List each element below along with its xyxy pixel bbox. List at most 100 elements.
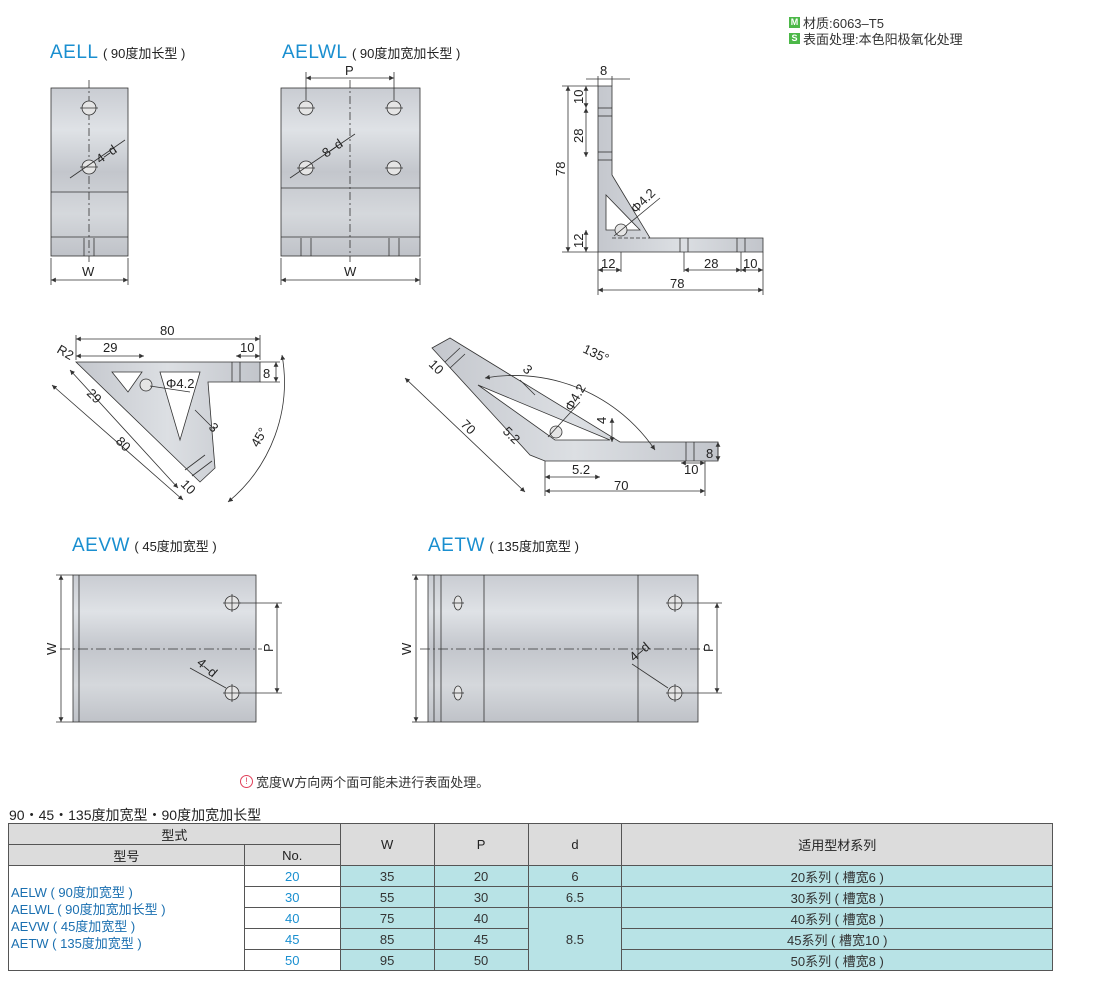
aetw-title: AETW ( 135度加宽型 ) xyxy=(428,535,579,557)
s90-d10: 10 xyxy=(571,90,586,104)
aevw-title: AEVW ( 45度加宽型 ) xyxy=(72,535,217,557)
s135-d8: 8 xyxy=(706,446,713,461)
s45-phi: Φ4.2 xyxy=(166,376,194,391)
aelwl-code: AELWL xyxy=(282,42,348,63)
model-code: AELWL ( 90度加宽加长型 ) xyxy=(11,902,166,917)
s45-r2: R2 xyxy=(55,342,77,363)
cell-w: 85 xyxy=(339,928,435,950)
header-model: 型号 xyxy=(8,844,245,866)
header-p: P xyxy=(433,823,529,866)
s90-d78b: 78 xyxy=(670,276,684,291)
material-text: 材质:6063–T5 xyxy=(803,15,884,31)
s45-d10: 10 xyxy=(240,340,254,355)
header-type: 型式 xyxy=(8,823,341,845)
cell-d-merged: 8.5 xyxy=(527,907,623,971)
s90-d28b: 28 xyxy=(704,256,718,271)
s90-d10b: 10 xyxy=(743,256,757,271)
s90-phi: Φ4.2 xyxy=(628,185,659,216)
model-codes-cell: AELW ( 90度加宽型 ) AELWL ( 90度加宽加长型 ) AEVW … xyxy=(8,865,245,971)
material-badge: M xyxy=(789,16,800,28)
aetw-top-view xyxy=(412,574,722,723)
aell-width-label: W xyxy=(82,264,95,279)
cell-p: 45 xyxy=(433,928,529,950)
s45-d80: 80 xyxy=(160,323,174,338)
aell-title: AELL ( 90度加长型 ) xyxy=(50,42,185,64)
cell-w: 35 xyxy=(339,865,435,887)
s135-d4: 4 xyxy=(594,417,609,424)
s45-d8: 8 xyxy=(263,366,270,381)
aelwl-pitch-label: P xyxy=(345,63,354,78)
side-view-135 xyxy=(404,337,721,496)
cell-w: 95 xyxy=(339,949,435,971)
aevw-pitch-label: P xyxy=(261,643,276,652)
table-row: 50 95 50 50系列 ( 槽宽8 ) xyxy=(9,949,1053,971)
table-row: AELW ( 90度加宽型 ) AELWL ( 90度加宽加长型 ) AEVW … xyxy=(8,865,1053,971)
s135-d70b: 70 xyxy=(614,478,628,493)
cell-series: 50系列 ( 槽宽8 ) xyxy=(621,949,1053,971)
cell-p: 20 xyxy=(433,865,529,887)
side-view-90 xyxy=(562,76,764,295)
aevw-width-label: W xyxy=(44,642,59,655)
cell-p: 50 xyxy=(433,949,529,971)
s90-d8: 8 xyxy=(600,63,607,78)
surface-badge: S xyxy=(789,32,800,44)
table-title: 90・45・135度加宽型・90度加宽加长型 xyxy=(9,807,262,823)
cell-no: 50 xyxy=(243,949,341,971)
s135-phi: Φ4.2 xyxy=(562,381,589,413)
surface-note: ! 宽度W方向两个面可能未进行表面处理。 xyxy=(240,772,489,791)
cell-w: 55 xyxy=(339,886,435,908)
cell-no: 30 xyxy=(243,886,341,908)
header-no: No. xyxy=(243,844,341,866)
warning-icon: ! xyxy=(240,775,253,788)
aelwl-front-view xyxy=(280,72,421,285)
cell-p: 40 xyxy=(433,907,529,929)
model-code: AETW ( 135度加宽型 ) xyxy=(11,936,142,951)
s135-angle: 135° xyxy=(581,341,612,366)
aell-front-view xyxy=(50,80,129,285)
cell-series: 20系列 ( 槽宽6 ) xyxy=(621,865,1053,887)
s90-d12b: 12 xyxy=(601,256,615,271)
header-w: W xyxy=(339,823,435,866)
note-text: 宽度W方向两个面可能未进行表面处理。 xyxy=(256,775,490,790)
cell-no: 40 xyxy=(243,907,341,929)
cell-series: 45系列 ( 槽宽10 ) xyxy=(621,928,1053,950)
cell-series: 30系列 ( 槽宽8 ) xyxy=(621,886,1053,908)
spec-table: 型式 W P d 适用型材系列 型号 No. AELW ( 90度加宽型 ) A… xyxy=(8,823,1053,971)
header-d: d xyxy=(527,823,623,866)
s135-d52b: 5.2 xyxy=(572,462,590,477)
cell-series: 40系列 ( 槽宽8 ) xyxy=(621,907,1053,929)
aetw-code: AETW xyxy=(428,535,485,556)
aelwl-width-label: W xyxy=(344,264,357,279)
aevw-desc: ( 45度加宽型 ) xyxy=(134,539,217,554)
aetw-desc: ( 135度加宽型 ) xyxy=(489,539,579,554)
cell-d: 6.5 xyxy=(527,886,623,908)
s135-d3: 3 xyxy=(520,362,536,378)
cell-p: 30 xyxy=(433,886,529,908)
model-code: AEVW ( 45度加宽型 ) xyxy=(11,919,136,934)
s135-d70: 70 xyxy=(458,417,479,438)
aevw-top-view xyxy=(56,574,282,723)
cell-no: 45 xyxy=(243,928,341,950)
s45-angle: 45° xyxy=(248,425,271,450)
aelwl-desc: ( 90度加宽加长型 ) xyxy=(351,46,461,61)
cell-d: 6 xyxy=(527,865,623,887)
s90-d78: 78 xyxy=(553,162,568,176)
table-row: 30 55 30 6.5 30系列 ( 槽宽8 ) xyxy=(9,886,1053,908)
s45-d10b: 10 xyxy=(178,477,199,498)
table-header-row-2: 型号 No. xyxy=(8,844,1053,866)
s45-d29: 29 xyxy=(103,340,117,355)
model-code: AELW ( 90度加宽型 ) xyxy=(11,885,133,900)
cell-no: 20 xyxy=(243,865,341,887)
table-header-row-1: 型式 W P d 适用型材系列 xyxy=(8,823,1053,866)
surface-text: 表面处理:本色阳极氧化处理 xyxy=(803,31,963,47)
cell-w: 75 xyxy=(339,907,435,929)
aetw-width-label: W xyxy=(399,642,414,655)
aevw-code: AEVW xyxy=(72,535,130,556)
s90-d12: 12 xyxy=(571,234,586,248)
s135-d10b: 10 xyxy=(684,462,698,477)
aelwl-title: AELWL ( 90度加宽加长型 ) xyxy=(282,42,460,64)
header-series: 适用型材系列 xyxy=(621,823,1053,866)
aell-code: AELL xyxy=(50,42,99,63)
s90-d28: 28 xyxy=(571,129,586,143)
